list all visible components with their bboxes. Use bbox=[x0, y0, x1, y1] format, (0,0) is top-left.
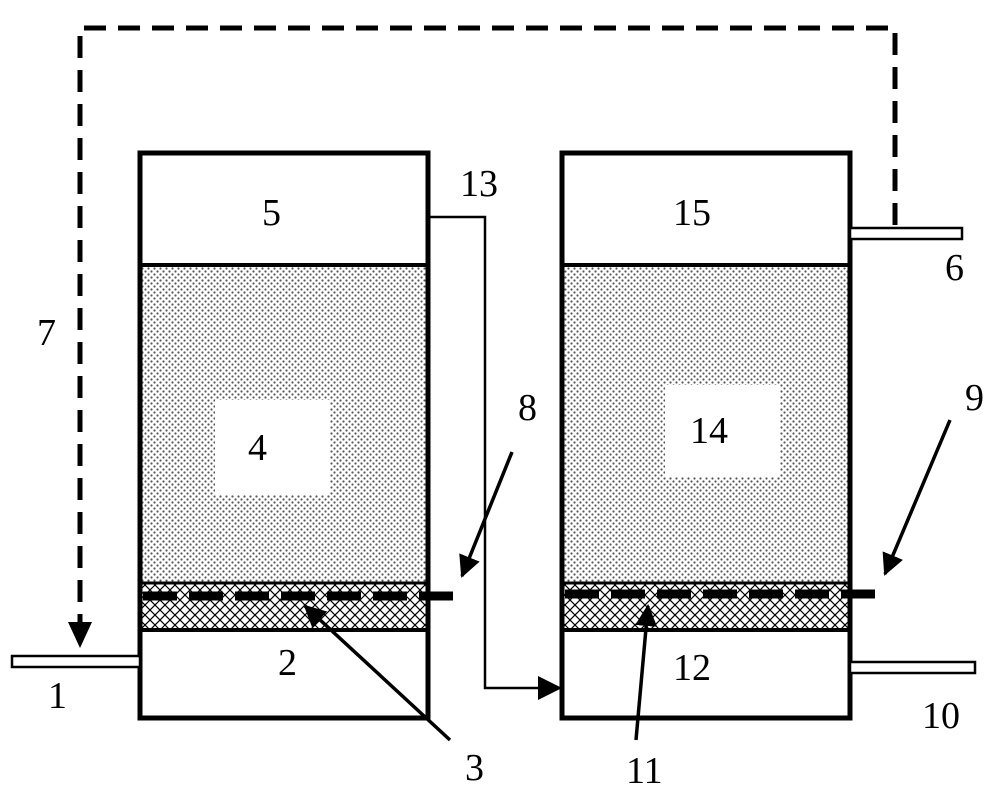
label-2: 2 bbox=[278, 642, 297, 684]
label-1: 1 bbox=[48, 675, 67, 717]
right-top-chamber bbox=[562, 153, 850, 265]
right-reactor bbox=[559, 150, 877, 721]
label-11: 11 bbox=[626, 750, 663, 792]
left-support-mesh bbox=[140, 583, 428, 630]
arrow-3 bbox=[303, 604, 452, 742]
label-12: 12 bbox=[673, 647, 711, 689]
label-10: 10 bbox=[922, 695, 960, 737]
left-label-box bbox=[215, 400, 330, 495]
label-8: 8 bbox=[518, 387, 537, 429]
label-9: 9 bbox=[965, 377, 984, 419]
label-3: 3 bbox=[465, 747, 484, 789]
label-14: 14 bbox=[690, 410, 728, 452]
left-top-chamber bbox=[140, 153, 428, 265]
label-7: 7 bbox=[37, 312, 56, 354]
label-6: 6 bbox=[945, 247, 964, 289]
arrow-11 bbox=[634, 604, 658, 741]
arrow-8 bbox=[459, 451, 514, 578]
inlet-pipe bbox=[10, 654, 142, 669]
gas-outlet-pipe bbox=[848, 226, 964, 241]
arrow-9 bbox=[882, 419, 952, 576]
label-4: 4 bbox=[248, 427, 267, 469]
connecting-pipe bbox=[428, 215, 545, 690]
label-15: 15 bbox=[673, 192, 711, 234]
connecting-pipe-arrowhead bbox=[538, 676, 562, 700]
left-reactor bbox=[137, 150, 455, 721]
right-label-box bbox=[665, 385, 780, 477]
effluent-pipe bbox=[848, 660, 977, 675]
recycle-arrowhead bbox=[68, 622, 92, 648]
label-13: 13 bbox=[460, 163, 498, 205]
right-bottom-chamber bbox=[562, 630, 850, 718]
label-5: 5 bbox=[262, 192, 281, 234]
